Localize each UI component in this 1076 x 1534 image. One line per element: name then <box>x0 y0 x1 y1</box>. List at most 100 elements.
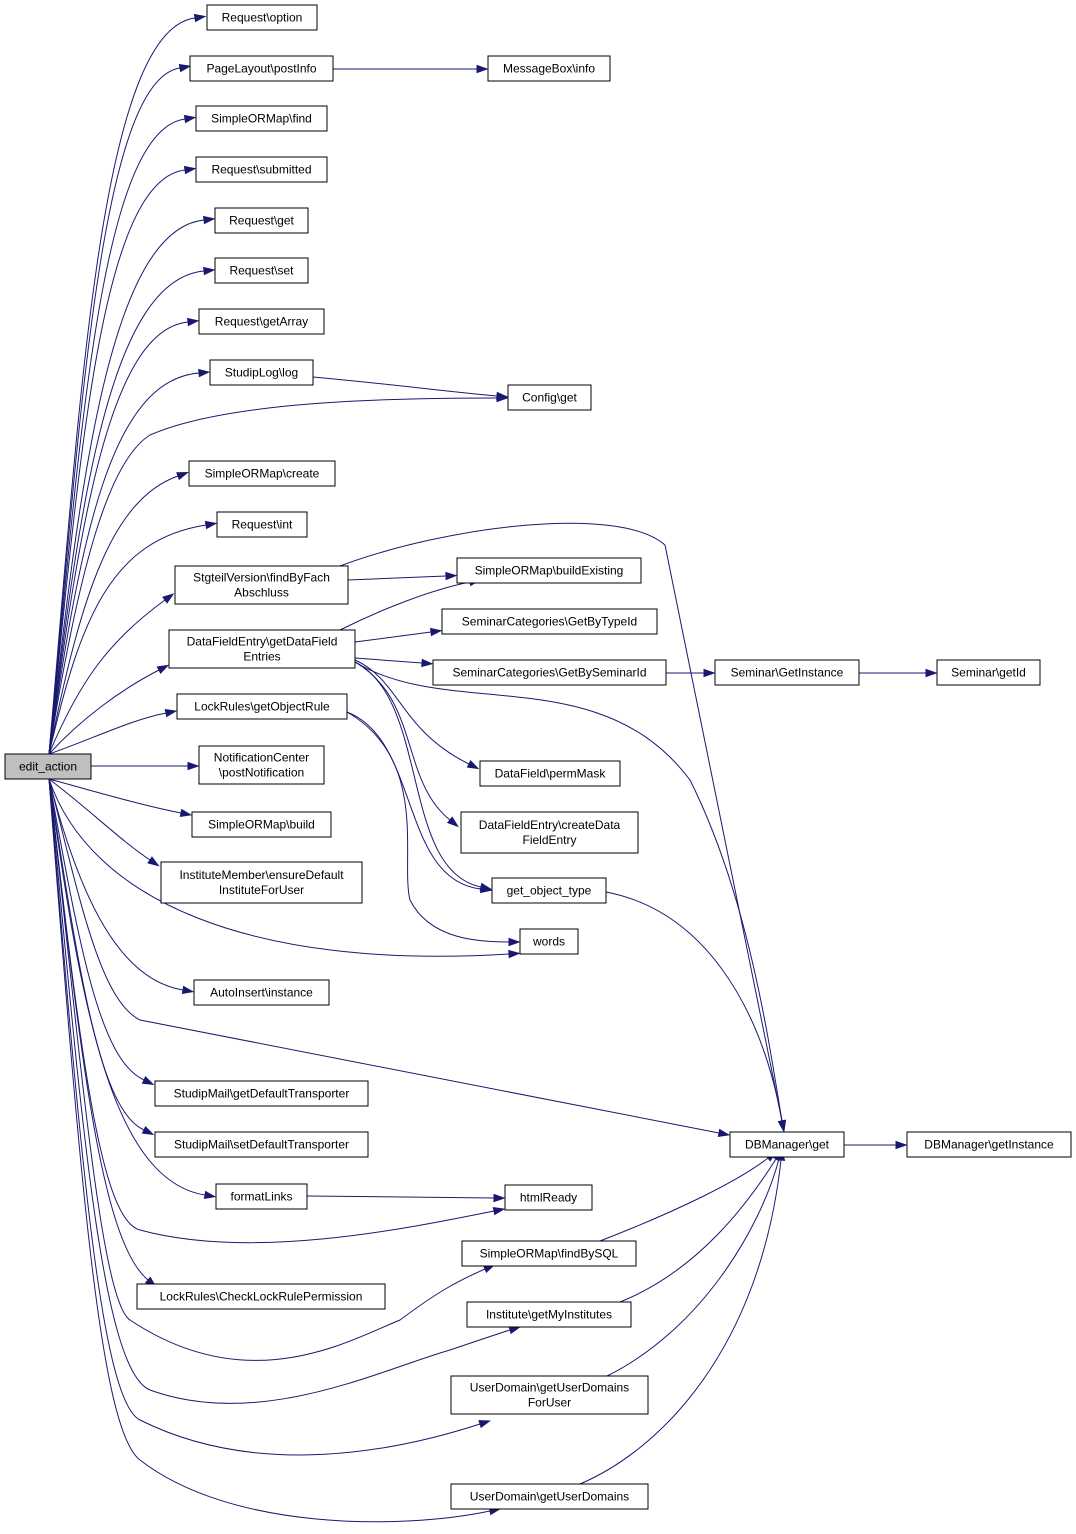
edge-arrowhead <box>179 808 193 818</box>
node-config-get[interactable]: Config\get <box>507 384 592 411</box>
node-sem-getid[interactable]: Seminar\getId <box>936 659 1041 686</box>
node-pl-postinfo[interactable]: PageLayout\postInfo <box>189 55 334 82</box>
node-box <box>714 659 860 686</box>
node-dbm-getinstance[interactable]: DBManager\getInstance <box>906 1131 1072 1158</box>
node-box <box>4 753 92 780</box>
node-im-ensure[interactable]: InstituteMember\ensureDefaultInstituteFo… <box>160 861 363 904</box>
node-som-find[interactable]: SimpleORMap\find <box>195 105 328 132</box>
node-box <box>729 1131 845 1158</box>
node-som-buildexisting[interactable]: SimpleORMap\buildExisting <box>456 557 642 584</box>
node-label: Config\get <box>522 391 577 405</box>
node-ai-instance[interactable]: AutoInsert\instance <box>193 979 330 1006</box>
edge-arrowhead <box>466 760 480 770</box>
edge-edit_action-to-pl_postinfo <box>48 63 192 755</box>
edge-lr_getobjectrule-to-get_object_type <box>346 711 493 894</box>
node-box <box>215 1183 308 1210</box>
edge-line <box>312 376 498 397</box>
edge-line <box>48 778 511 1404</box>
edge-sv_find-to-som_buildexisting <box>347 571 458 581</box>
edge-line <box>599 1157 769 1242</box>
node-sc-byseminar[interactable]: SeminarCategories\GetBySeminarId <box>432 659 667 686</box>
node-sm-getdefault[interactable]: StudipMail\getDefaultTransporter <box>154 1080 369 1107</box>
node-som-findbysql[interactable]: SimpleORMap\findBySQL <box>461 1240 637 1267</box>
node-label: StudipMail\getDefaultTransporter <box>174 1087 350 1101</box>
edge-line <box>306 1195 495 1199</box>
edge-edit_action-to-som_build <box>48 778 193 818</box>
node-lr-getobjectrule[interactable]: LockRules\getObjectRule <box>176 693 348 720</box>
node-req-submitted[interactable]: Request\submitted <box>195 156 328 183</box>
edge-arrowhead <box>421 658 434 668</box>
edge-dfe_get-to-get_object_type <box>354 661 493 891</box>
edge-inst_getmy-to-dbm_get <box>619 1149 783 1303</box>
node-box <box>174 565 349 605</box>
edge-arrowhead <box>162 593 175 604</box>
node-formatlinks[interactable]: formatLinks <box>215 1183 308 1210</box>
node-label: PageLayout\postInfo <box>206 62 316 76</box>
edge-arrowhead <box>186 317 200 327</box>
edge-line <box>619 1158 777 1303</box>
node-box <box>168 629 356 669</box>
edge-edit_action-to-req_get <box>48 215 216 755</box>
node-label: DBManager\getInstance <box>924 1138 1054 1152</box>
node-label: MessageBox\info <box>503 62 595 76</box>
edge-line <box>48 778 151 861</box>
node-box <box>479 760 621 787</box>
node-label: ForUser <box>528 1396 571 1410</box>
node-label: Request\get <box>229 214 294 228</box>
edge-line <box>48 118 186 755</box>
node-df-permmask[interactable]: DataField\permMask <box>479 760 621 787</box>
node-box <box>216 511 308 538</box>
node-label: Entries <box>243 650 280 664</box>
node-req-getarray[interactable]: Request\getArray <box>198 308 325 335</box>
node-get-object-type[interactable]: get_object_type <box>491 877 607 904</box>
node-nc-post[interactable]: NotificationCenter\postNotification <box>198 745 325 785</box>
node-box <box>461 1240 637 1267</box>
node-label: Request\int <box>232 518 293 532</box>
node-label: SeminarCategories\GetBySeminarId <box>452 666 646 680</box>
node-label: Seminar\getId <box>951 666 1026 680</box>
edge-arrowhead <box>204 520 218 530</box>
node-label: StudipLog\log <box>225 366 298 380</box>
node-box <box>491 877 607 904</box>
edge-line <box>48 321 189 755</box>
edge-line <box>339 522 783 1122</box>
node-studiplog-log[interactable]: StudipLog\log <box>209 359 314 386</box>
node-label: SimpleORMap\build <box>208 818 315 832</box>
edge-line <box>354 659 470 765</box>
node-box <box>198 745 325 785</box>
node-req-option[interactable]: Request\option <box>206 4 318 31</box>
node-som-create[interactable]: SimpleORMap\create <box>188 460 336 487</box>
node-req-int[interactable]: Request\int <box>216 511 308 538</box>
node-sem-getinstance[interactable]: Seminar\GetInstance <box>714 659 860 686</box>
edge-arrowhead <box>176 472 189 481</box>
node-edit-action[interactable]: edit_action <box>4 753 92 780</box>
edge-line <box>346 711 510 943</box>
call-graph-nodes: edit_action Request\optionPageLayout\post… <box>4 4 1072 1510</box>
node-dbm-get[interactable]: DBManager\get <box>729 1131 845 1158</box>
node-htmlready[interactable]: htmlReady <box>504 1184 593 1211</box>
edge-edit_action-to-ai_instance <box>48 778 195 995</box>
node-sc-bytype[interactable]: SeminarCategories\GetByTypeId <box>441 608 658 635</box>
edge-edit_action-to-req_set <box>48 266 216 755</box>
edge-arrowhead <box>193 13 207 23</box>
node-words[interactable]: words <box>519 928 579 955</box>
edge-edit_action-to-sm_getdefault <box>48 778 155 1086</box>
node-lr-check[interactable]: LockRules\CheckLockRulePermission <box>136 1283 386 1310</box>
node-sm-setdefault[interactable]: StudipMail\setDefaultTransporter <box>154 1131 369 1158</box>
edge-edit_action-to-sv_find <box>48 593 175 755</box>
edge-edit_action-to-config_get <box>48 393 509 755</box>
edge-arrowhead <box>476 64 489 74</box>
node-inst-getmy[interactable]: Institute\getMyInstitutes <box>466 1301 632 1328</box>
edge-edit_action-to-words <box>48 778 521 959</box>
node-req-set[interactable]: Request\set <box>214 257 309 284</box>
node-req-get[interactable]: Request\get <box>214 207 309 234</box>
edge-line <box>48 67 181 755</box>
node-som-build[interactable]: SimpleORMap\build <box>191 811 332 838</box>
node-mb-info[interactable]: MessageBox\info <box>487 55 611 82</box>
node-ud-get[interactable]: UserDomain\getUserDomains <box>450 1483 649 1510</box>
edge-line <box>339 581 471 631</box>
